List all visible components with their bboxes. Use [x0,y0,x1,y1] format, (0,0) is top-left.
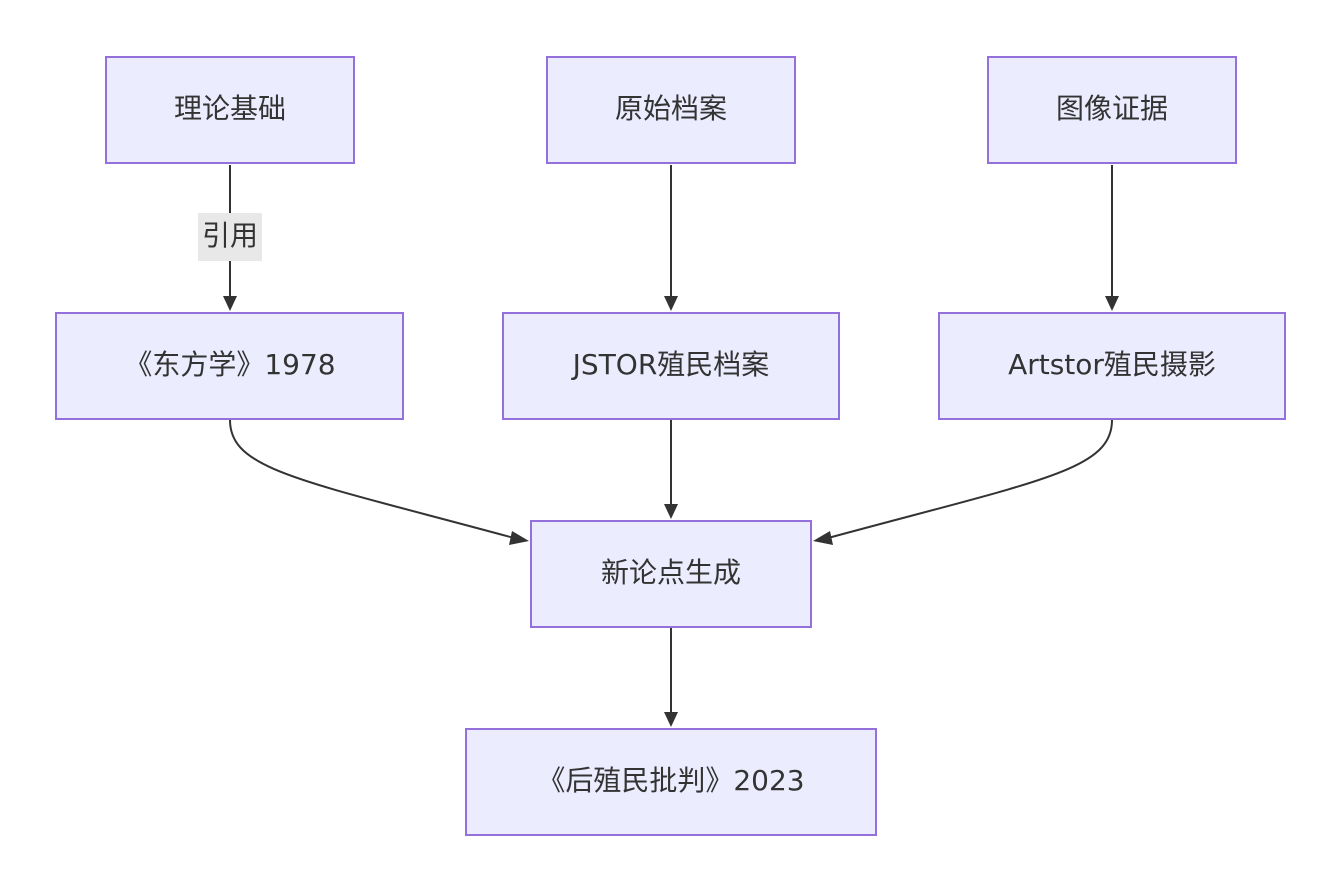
node-theory-label: 理论基础 [174,92,286,125]
node-postcolonial: 《后殖民批判》2023 [465,728,877,836]
node-new-thesis: 新论点生成 [530,520,812,628]
node-image: 图像证据 [987,56,1237,164]
node-archive: 原始档案 [546,56,796,164]
node-new-thesis-label: 新论点生成 [601,556,741,589]
edge-artstor-to-new-thesis [827,419,1113,539]
arrow-head-jstor [664,296,678,311]
edge-orientalism-to-new-thesis [229,419,515,539]
arrow-head-orientalism [223,296,237,311]
node-image-label: 图像证据 [1056,92,1168,125]
node-new-thesis-box [530,520,812,628]
node-artstor: Artstor殖民摄影 [938,312,1286,420]
node-orientalism-box [55,312,404,420]
edge-label-cite: 引用 [198,213,262,261]
arrow-head-new-thesis-middle [664,504,678,519]
arrow-head-artstor [1105,296,1119,311]
node-theory-box [105,56,355,164]
node-jstor: JSTOR殖民档案 [502,312,840,420]
node-artstor-label: Artstor殖民摄影 [1008,348,1216,381]
node-image-box [987,56,1237,164]
edges [229,165,1113,712]
node-theory: 理论基础 [105,56,355,164]
node-orientalism-label: 《东方学》1978 [124,348,335,381]
edge-label-cite-text: 引用 [202,219,258,252]
node-archive-label: 原始档案 [615,92,727,125]
edge-label-background [198,213,262,261]
node-artstor-box [938,312,1286,420]
arrow-heads [223,296,1119,727]
node-jstor-box [502,312,840,420]
node-archive-box [546,56,796,164]
arrow-head-postcolonial [664,712,678,727]
arrow-head-new-thesis-left [509,531,529,545]
node-jstor-label: JSTOR殖民档案 [571,348,770,381]
arrow-head-new-thesis-right [813,531,833,545]
node-orientalism: 《东方学》1978 [55,312,404,420]
node-postcolonial-label: 《后殖民批判》2023 [537,764,804,797]
node-postcolonial-box [465,728,877,836]
